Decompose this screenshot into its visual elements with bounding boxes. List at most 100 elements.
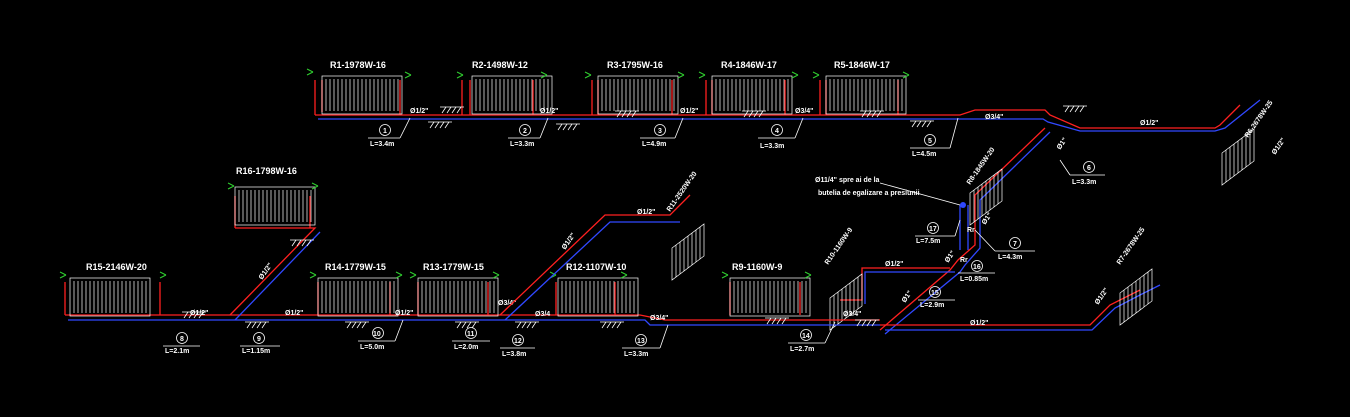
dia-r7: Ø1/2" xyxy=(1094,287,1110,306)
dia-5: Ø3/4" xyxy=(985,114,1004,121)
dia-bottom-right: Ø1/2" xyxy=(970,320,989,327)
svg-text:9: 9 xyxy=(257,336,261,343)
svg-text:L=0.85m: L=0.85m xyxy=(960,276,988,283)
segment-9: 9 L=1.15m xyxy=(240,332,280,355)
svg-text:17: 17 xyxy=(929,226,937,233)
svg-text:7: 7 xyxy=(1013,241,1017,248)
radiator-r9 xyxy=(729,277,811,317)
segment-11: 11 L=2.0m xyxy=(452,327,490,351)
radiator-r14 xyxy=(317,277,399,317)
label-r1: R1-1978W-16 xyxy=(330,60,386,70)
riser-note-1: Ø11/4" spre ai de la xyxy=(815,177,880,184)
segment-8: 8 L=2.1m xyxy=(163,332,200,355)
radiator-r12 xyxy=(557,277,639,317)
svg-text:L=5.0m: L=5.0m xyxy=(360,344,384,351)
dia-riser-1: Ø1" xyxy=(1056,137,1069,151)
svg-text:8: 8 xyxy=(180,336,184,343)
label-r4: R4-1846W-17 xyxy=(721,60,777,70)
radiator-r5 xyxy=(825,75,907,115)
svg-text:L=3.8m: L=3.8m xyxy=(502,351,526,358)
riser-section: R8-1845W-20 Ø1" Ø1" Ø1" Ø1" Ø11/4" spre … xyxy=(815,127,1069,335)
segment-15: 15 L=2.9m xyxy=(918,286,955,309)
dia-r11: Ø1/2" xyxy=(637,209,656,216)
svg-text:L=2.1m: L=2.1m xyxy=(165,348,189,355)
dia-b1: Ø1/2" xyxy=(190,310,209,317)
svg-text:10: 10 xyxy=(373,331,381,338)
svg-text:14: 14 xyxy=(802,333,810,340)
radiator-r13 xyxy=(417,277,499,317)
svg-text:L=2.9m: L=2.9m xyxy=(920,302,944,309)
svg-text:3: 3 xyxy=(658,128,662,135)
label-r14: R14-1779W-15 xyxy=(325,262,386,272)
label-r6: R6-2678W-25 xyxy=(1244,99,1275,139)
radiator-r10 xyxy=(829,273,863,331)
label-r3: R3-1795W-16 xyxy=(607,60,663,70)
r16-branch: R16-1798W-16 Ø1/2" xyxy=(227,166,321,321)
radiator-r15 xyxy=(69,277,151,317)
svg-text:12: 12 xyxy=(514,338,522,345)
top-branch: R1-1978W-16 R2-1498W-12 R3-1795W-16 R4-1… xyxy=(306,60,1287,186)
svg-text:1: 1 xyxy=(383,128,387,135)
label-r10: R10-1160W-9 xyxy=(824,227,854,266)
label-r8: R8-1845W-20 xyxy=(966,146,997,186)
segment-14: 14 L=2.7m xyxy=(788,321,836,353)
svg-text:L=3.3m: L=3.3m xyxy=(1072,179,1096,186)
dia-3: Ø1/2" xyxy=(680,108,699,115)
segment-17: 17 L=7.5m xyxy=(915,219,961,245)
dia-2: Ø1/2" xyxy=(540,108,559,115)
label-r11: R11-2520W-20 xyxy=(666,171,699,214)
label-r5: R5-1846W-17 xyxy=(834,60,890,70)
svg-text:L=3.3m: L=3.3m xyxy=(760,143,784,150)
segment-6: 6 L=3.3m xyxy=(1059,159,1105,186)
svg-text:L=3.3m: L=3.3m xyxy=(510,141,534,148)
svg-text:L=7.5m: L=7.5m xyxy=(916,238,940,245)
label-r13: R13-1779W-15 xyxy=(423,262,484,272)
segment-10: 10 L=5.0m xyxy=(358,319,404,351)
svg-text:6: 6 xyxy=(1087,165,1091,172)
dia-b2: Ø1/2" xyxy=(285,310,304,317)
dia-r11-b: Ø1/2" xyxy=(561,232,577,251)
dia-b6: Ø3/4" xyxy=(650,315,669,322)
svg-text:L=4.5m: L=4.5m xyxy=(912,151,936,158)
radiator-r1 xyxy=(321,75,403,115)
svg-text:5: 5 xyxy=(928,138,932,145)
dia-riser-3: Ø1" xyxy=(944,250,957,264)
svg-text:13: 13 xyxy=(637,338,645,345)
dia-1: Ø1/2" xyxy=(410,108,429,115)
svg-text:L=4.3m: L=4.3m xyxy=(998,254,1022,261)
segment-2: 2 L=3.3m xyxy=(508,117,549,148)
dia-r10: Ø1/2" xyxy=(885,261,904,268)
segment-5: 5 L=4.5m xyxy=(910,117,959,158)
bottom-branch: R15-2146W-20 R14-1779W-15 R13-1779W-15 R… xyxy=(59,262,880,358)
radiator-r11 xyxy=(671,223,705,281)
dia-b4: Ø3/4" xyxy=(498,300,517,307)
dia-b5: Ø3/4 xyxy=(535,311,550,318)
svg-text:L=2.0m: L=2.0m xyxy=(454,344,478,351)
segment-3: 3 L=4.9m xyxy=(640,117,684,148)
svg-text:L=2.7m: L=2.7m xyxy=(790,346,814,353)
radiator-r16 xyxy=(234,186,316,226)
segment-4: 4 L=3.3m xyxy=(758,117,804,150)
svg-text:L=3.3m: L=3.3m xyxy=(624,351,648,358)
segment-12: 12 L=3.8m xyxy=(500,334,535,358)
segment-13: 13 L=3.3m xyxy=(622,324,669,358)
rr-label-1: Rr xyxy=(967,227,975,234)
label-r15: R15-2146W-20 xyxy=(86,262,147,272)
label-r16: R16-1798W-16 xyxy=(236,166,297,176)
segment-7: 7 L=4.3m xyxy=(974,229,1035,261)
dia-b7: Ø3/4" xyxy=(843,311,862,318)
dia-r6: Ø1/2" xyxy=(1271,137,1287,156)
dia-riser-2: Ø1" xyxy=(981,212,994,226)
radiator-r3 xyxy=(597,75,679,115)
segment-1: 1 L=3.4m xyxy=(368,117,411,148)
dia-b3: Ø1/2" xyxy=(395,310,414,317)
label-r9: R9-1160W-9 xyxy=(732,262,782,272)
riser-note-2: butelia de egalizare a presiunii xyxy=(818,190,920,197)
svg-text:4: 4 xyxy=(775,128,779,135)
dia-4: Ø3/4" xyxy=(795,108,814,115)
dia-6: Ø1/2" xyxy=(1140,120,1159,127)
svg-text:L=1.15m: L=1.15m xyxy=(242,348,270,355)
label-r2: R2-1498W-12 xyxy=(472,60,528,70)
svg-text:16: 16 xyxy=(973,264,981,271)
